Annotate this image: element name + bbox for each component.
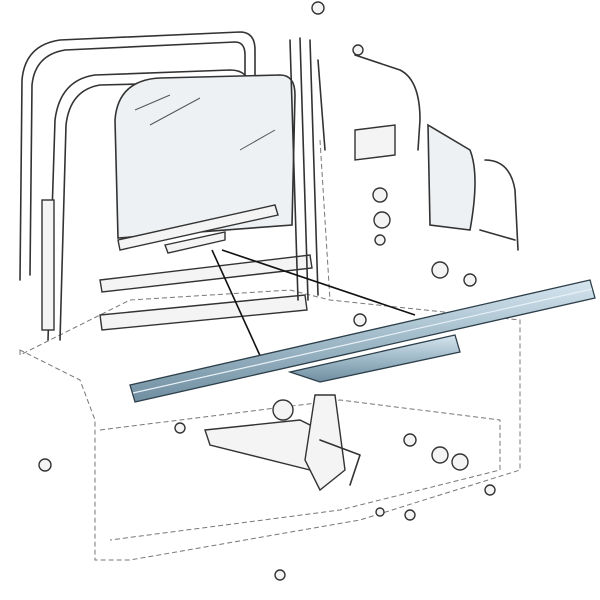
bolt bbox=[38, 458, 52, 472]
window-regulator bbox=[204, 394, 361, 492]
screw bbox=[311, 1, 325, 15]
nut bbox=[353, 313, 367, 327]
rear-run-channel bbox=[289, 37, 326, 301]
spring bbox=[373, 211, 391, 229]
callout-lines bbox=[211, 249, 416, 361]
screw bbox=[352, 44, 364, 56]
washer bbox=[374, 234, 386, 246]
door-glass bbox=[114, 74, 296, 239]
clip bbox=[274, 569, 286, 581]
hardware bbox=[38, 1, 496, 581]
screw bbox=[174, 422, 186, 434]
belt-weatherstrips bbox=[99, 254, 313, 331]
spring bbox=[372, 187, 388, 203]
regulator-gear bbox=[272, 399, 294, 421]
washer bbox=[431, 446, 449, 464]
spring bbox=[431, 261, 449, 279]
knob bbox=[463, 273, 477, 287]
highlighted-glass-channel bbox=[129, 279, 596, 403]
vent-window-assembly bbox=[354, 54, 519, 251]
frame-bracket bbox=[41, 199, 55, 331]
glass-channel-small bbox=[117, 204, 279, 254]
bolt bbox=[375, 507, 385, 517]
door-shell bbox=[19, 139, 521, 561]
screw bbox=[484, 484, 496, 496]
bolt bbox=[404, 509, 416, 521]
spring bbox=[403, 433, 417, 447]
crank-knob bbox=[451, 453, 469, 471]
